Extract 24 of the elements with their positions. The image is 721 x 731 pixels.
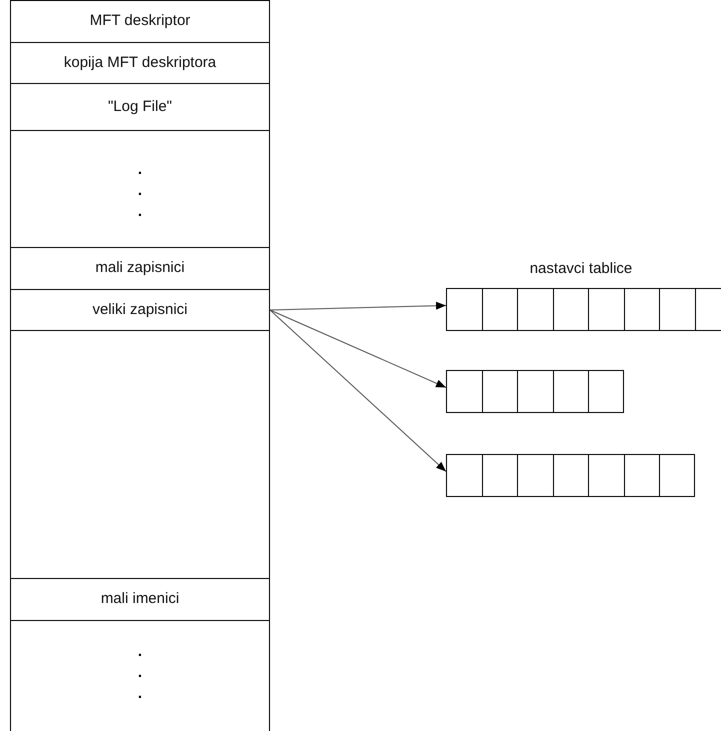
row-label: mali imenici: [100, 590, 180, 607]
memory-row: [10, 578, 270, 621]
memory-region: [10, 330, 270, 579]
row-label: kopija MFT deskriptora: [62, 54, 218, 70]
table-row: [446, 370, 624, 413]
arrow: [270, 310, 446, 388]
memory-row: [10, 42, 270, 84]
memory-row: [10, 0, 270, 43]
memory-row: [10, 130, 270, 248]
row-label: veliki zapisnici: [91, 300, 189, 318]
row-label: MFT deskriptor: [88, 12, 192, 29]
table-row: [446, 288, 721, 331]
vertical-ellipsis: . . .: [137, 160, 143, 222]
memory-row: [10, 83, 270, 131]
memory-row: [10, 620, 270, 731]
memory-row: [10, 247, 270, 290]
arrow: [270, 302, 446, 310]
row-label: mali zapisnici: [94, 259, 186, 276]
vertical-ellipsis: . . .: [137, 642, 143, 704]
arrow: [270, 310, 446, 472]
table-caption: nastavci tablice: [528, 260, 634, 277]
row-label: "Log File": [106, 98, 173, 114]
table-row: [446, 454, 695, 497]
memory-row: [10, 289, 270, 331]
